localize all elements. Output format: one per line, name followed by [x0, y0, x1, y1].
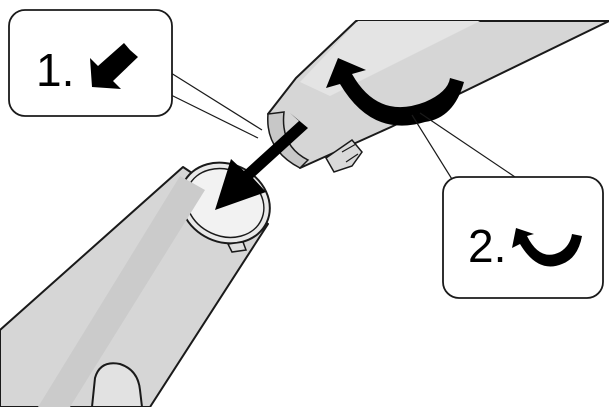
lower-tube-notch [226, 241, 248, 253]
upper-tube-endface [267, 111, 310, 169]
callout-step-1: 1. [8, 9, 263, 139]
callout-2-leader [411, 114, 456, 185]
upper-tube [267, 20, 609, 173]
lower-tube-fitting [90, 362, 144, 407]
callout-2-leader-b [419, 112, 516, 178]
insert-arrow [215, 113, 308, 210]
callout-1-leader-b [170, 94, 259, 139]
callout-step-2: 2. [411, 112, 604, 299]
lower-tube-shade [38, 176, 205, 407]
upper-tube-body [267, 20, 609, 169]
step-1-number: 1. [36, 44, 74, 96]
arrow-down-left-icon [90, 43, 138, 89]
rotate-arrow [326, 58, 464, 126]
callout-1-leader [170, 72, 263, 131]
upper-tube-latch [325, 138, 363, 173]
curved-arrow-rotate-icon [512, 228, 582, 267]
step-2-number: 2. [468, 220, 506, 272]
upper-tube-latch-detail [341, 143, 359, 163]
